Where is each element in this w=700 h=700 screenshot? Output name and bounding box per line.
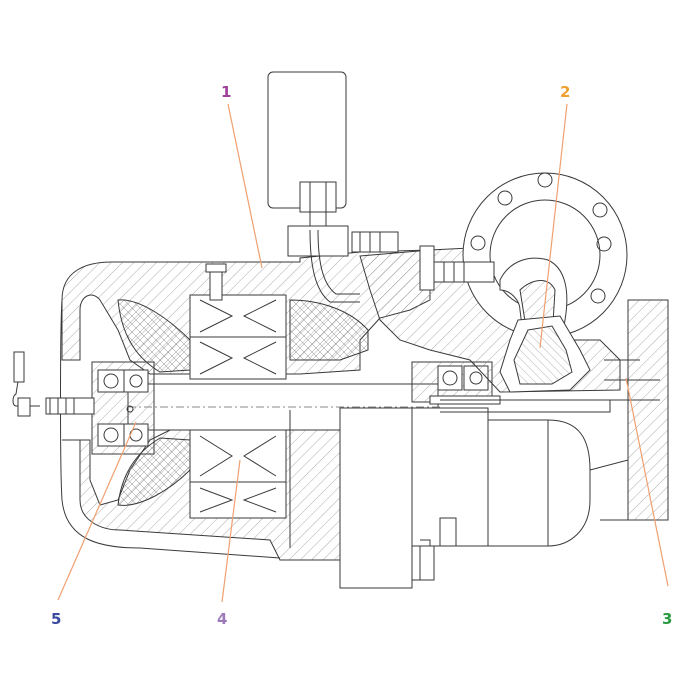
callout-1-label: 1 <box>221 83 232 101</box>
callout-2: 2 <box>560 85 570 100</box>
callout-5: 5 <box>51 612 61 627</box>
impeller <box>499 315 591 393</box>
callout-4-label: 4 <box>217 610 228 628</box>
callout-3-label: 3 <box>662 610 673 628</box>
left-bearing <box>91 361 155 455</box>
leader-line-1 <box>227 103 263 269</box>
motor-box <box>267 71 347 230</box>
callout-1: 1 <box>221 85 231 100</box>
magnet-stack-upper <box>189 294 287 380</box>
drawing-lines <box>12 71 669 589</box>
leader-lines <box>57 103 669 603</box>
callout-3: 3 <box>662 612 672 627</box>
pump-casing <box>339 299 669 589</box>
leader-line-3 <box>625 377 669 587</box>
inlet-flange <box>462 172 628 361</box>
callout-4: 4 <box>217 612 227 627</box>
callout-2-label: 2 <box>560 83 571 101</box>
top-fittings <box>287 225 495 303</box>
leader-line-2 <box>539 103 568 349</box>
top-bolt <box>205 263 227 301</box>
callout-5-label: 5 <box>51 610 62 628</box>
leader-line-5 <box>57 421 137 601</box>
leader-line-4 <box>221 459 241 603</box>
left-adjust-bolt <box>12 351 95 417</box>
